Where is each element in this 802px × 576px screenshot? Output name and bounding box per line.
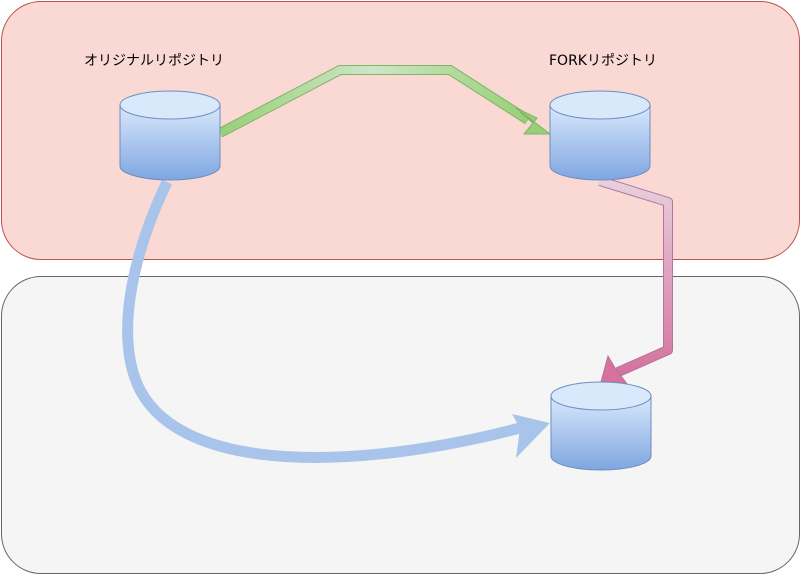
fork-repo-cylinder	[549, 90, 651, 181]
local-repo-cylinder	[550, 381, 652, 471]
arrow-original-to-fork	[217, 65, 552, 138]
arrow-fork-to-local	[598, 176, 673, 385]
fork-repo-label: FORKリポジトリ	[549, 53, 657, 69]
arrow-original-to-local	[122, 179, 550, 463]
original-repo-cylinder	[119, 90, 221, 181]
original-repo-label: オリジナルリポジトリ	[84, 53, 224, 69]
